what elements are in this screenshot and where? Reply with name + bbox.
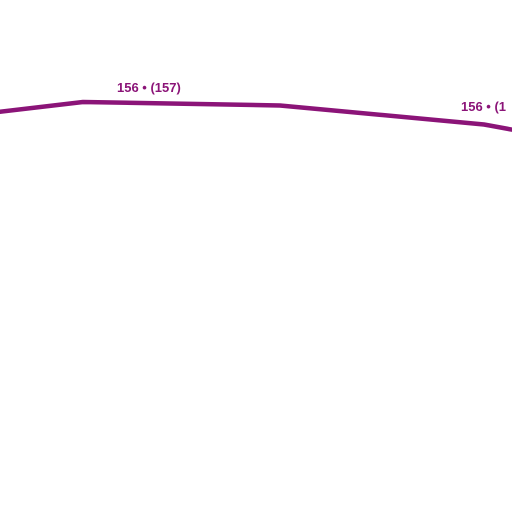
point-label-layer: 156 • (157) 156 • (1	[117, 80, 506, 114]
series-layer	[0, 99, 512, 132]
data-label: 156 • (157)	[117, 80, 181, 95]
data-label: 156 • (1	[461, 99, 506, 114]
series-line	[0, 99, 512, 132]
